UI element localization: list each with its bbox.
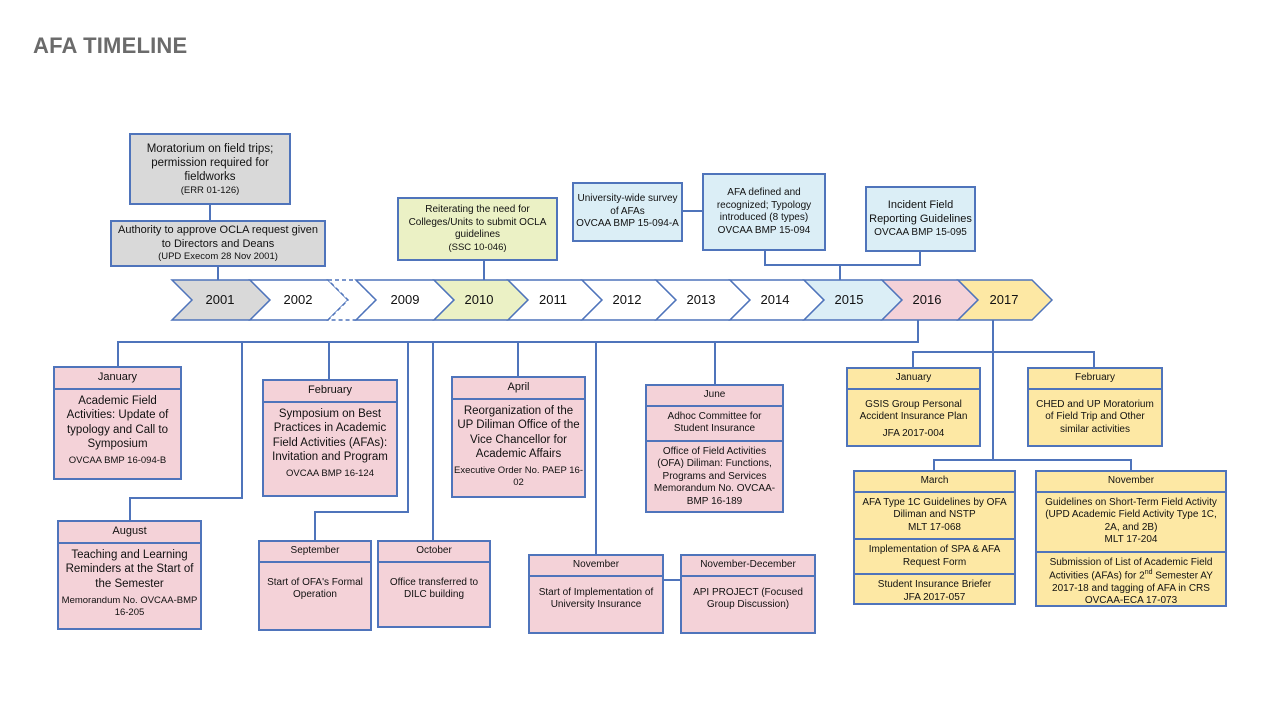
jan-2017-month: January	[848, 369, 979, 390]
aug-2016-month: August	[59, 522, 200, 544]
nov-2017-item2a: Submission of List of Academic Field Act…	[1049, 556, 1213, 582]
moratorium-box: Moratorium on field trips; permission re…	[129, 133, 291, 205]
nov-2017-item2: Submission of List of Academic Field Act…	[1040, 557, 1222, 596]
nov-2017-item2b: Semester AY 2017-18 and tagging of AFA i…	[1052, 570, 1213, 594]
year-2009: 2009	[390, 292, 420, 307]
feb-2017-box: February CHED and UP Moratorium of Field…	[1027, 367, 1163, 447]
jan-2017-ref: JFA 2017-004	[882, 427, 945, 439]
sep-2016-month: September	[260, 542, 370, 563]
mar-2017-item1-section: AFA Type 1C Guidelines by OFA Diliman an…	[855, 493, 1014, 539]
aug-2016-box: August Teaching and Learning Reminders a…	[57, 520, 202, 630]
year-2011: 2011	[539, 292, 567, 307]
jan-2016-ref: OVCAA BMP 16-094-B	[68, 455, 167, 467]
moratorium-text: Moratorium on field trips; permission re…	[146, 142, 274, 184]
apr-2016-month: April	[453, 378, 584, 400]
jun-2016-box: June Adhoc Committee for Student Insuran…	[645, 384, 784, 513]
survey-text: University-wide survey of AFAs	[577, 193, 678, 217]
jun-2016-month: June	[647, 386, 782, 407]
feb-2017-month: February	[1029, 369, 1161, 390]
survey-box: University-wide survey of AFAs OVCAA BMP…	[572, 182, 683, 242]
year-2013: 2013	[686, 292, 716, 307]
jun-2016-ref: Memorandum No. OVCAA-BMP 16-189	[653, 483, 776, 507]
jan-2016-month: January	[55, 368, 180, 390]
jun-2016-text1: Adhoc Committee for Student Insurance	[667, 410, 762, 435]
feb-2016-box: February Symposium on Best Practices in …	[262, 379, 398, 497]
jun-2016-section: Office of Field Activities (OFA) Diliman…	[647, 439, 782, 513]
survey-ref: OVCAA BMP 15-094-A	[576, 218, 679, 230]
mar-2017-month: March	[855, 472, 1014, 493]
year-2016: 2016	[912, 292, 942, 307]
mar-2017-item2-section: Implementation of SPA & AFA Request Form	[855, 538, 1014, 573]
nov-2017-item2-section: Submission of List of Academic Field Act…	[1037, 550, 1225, 612]
oct-2016-box: October Office transferred to DILC build…	[377, 540, 491, 628]
defined-box: AFA defined and recognized; Typology int…	[702, 173, 826, 251]
incident-box: Incident Field Reporting Guidelines OVCA…	[865, 186, 976, 252]
novdec-2016-month: November-December	[682, 556, 814, 577]
aug-2016-text: Teaching and Learning Reminders at the S…	[65, 548, 194, 590]
jan-2017-box: January GSIS Group Personal Accident Ins…	[846, 367, 981, 447]
reiterating-text: Reiterating the need for Colleges/Units …	[408, 204, 547, 241]
nov-2017-item2sup: nd	[1144, 569, 1153, 576]
timeline-chevron-11	[956, 279, 1054, 321]
nov-2016-text: Start of Implementation of University In…	[538, 586, 654, 611]
incident-ref: OVCAA BMP 15-095	[874, 226, 967, 238]
feb-2017-text: CHED and UP Moratorium of Field Trip and…	[1036, 398, 1154, 435]
defined-ref: OVCAA BMP 15-094	[717, 224, 811, 236]
jan-2016-text: Academic Field Activities: Update of typ…	[66, 394, 169, 450]
authority-text: Authority to approve OCLA request given …	[118, 223, 318, 250]
reiterating-ref: (SSC 10-046)	[448, 241, 507, 253]
mar-2017-box: March AFA Type 1C Guidelines by OFA Dili…	[853, 470, 1016, 605]
nov-2017-ref2: OVCAA-ECA 17-073	[1084, 595, 1178, 607]
mar-2017-item1: AFA Type 1C Guidelines by OFA Diliman an…	[862, 496, 1007, 521]
year-2015: 2015	[834, 292, 864, 307]
mar-2017-ref3: JFA 2017-057	[903, 591, 966, 603]
mar-2017-item2: Implementation of SPA & AFA Request Form	[868, 544, 1001, 568]
authority-box: Authority to approve OCLA request given …	[110, 220, 326, 267]
nov-2017-item1: Guidelines on Short-Term Field Activity …	[1045, 496, 1217, 533]
apr-2016-box: April Reorganization of the UP Diliman O…	[451, 376, 586, 498]
incident-text: Incident Field Reporting Guidelines	[869, 199, 972, 225]
page-title: AFA TIMELINE	[33, 33, 188, 58]
reiterating-box: Reiterating the need for Colleges/Units …	[397, 197, 558, 261]
feb-2016-ref: OVCAA BMP 16-124	[285, 468, 374, 480]
defined-text: AFA defined and recognized; Typology int…	[716, 187, 812, 223]
year-2014: 2014	[760, 292, 790, 307]
mar-2017-ref1: MLT 17-068	[908, 521, 961, 533]
moratorium-ref: (ERR 01-126)	[180, 184, 240, 196]
nov-2017-box: November Guidelines on Short-Term Field …	[1035, 470, 1227, 607]
jun-2016-text2: Office of Field Activities (OFA) Diliman…	[657, 445, 772, 482]
year-2017: 2017	[989, 292, 1019, 307]
mar-2017-item3-section: Student Insurance Briefer JFA 2017-057	[855, 573, 1014, 608]
jan-2016-box: January Academic Field Activities: Updat…	[53, 366, 182, 480]
feb-2016-text: Symposium on Best Practices in Academic …	[272, 407, 388, 463]
oct-2016-month: October	[379, 542, 489, 563]
jan-2017-text: GSIS Group Personal Accident Insurance P…	[859, 398, 968, 423]
apr-2016-text: Reorganization of the UP Diliman Office …	[457, 404, 580, 460]
year-2001: 2001	[205, 292, 235, 307]
nov-2016-box: November Start of Implementation of Univ…	[528, 554, 664, 634]
nov-2017-month: November	[1037, 472, 1225, 493]
year-2002: 2002	[283, 292, 313, 307]
year-2010: 2010	[464, 292, 494, 307]
year-2012: 2012	[612, 292, 642, 307]
nov-2017-ref1: MLT 17-204	[1104, 534, 1158, 545]
nov-2017-item1-section: Guidelines on Short-Term Field Activity …	[1037, 493, 1225, 551]
sep-2016-box: September Start of OFA's Formal Operatio…	[258, 540, 372, 631]
authority-ref: (UPD Execom 28 Nov 2001)	[158, 251, 278, 263]
novdec-2016-box: November-December API PROJECT (Focused G…	[680, 554, 816, 634]
aug-2016-ref: Memorandum No. OVCAA-BMP 16-205	[61, 594, 198, 618]
oct-2016-text: Office transferred to DILC building	[389, 576, 479, 601]
nov-2016-month: November	[530, 556, 662, 577]
feb-2016-month: February	[264, 381, 396, 403]
novdec-2016-text: API PROJECT (Focused Group Discussion)	[693, 586, 803, 611]
mar-2017-item3: Student Insurance Briefer	[877, 579, 992, 590]
sep-2016-text: Start of OFA's Formal Operation	[267, 576, 363, 601]
apr-2016-ref: Executive Order No. PAEP 16-02	[453, 465, 583, 489]
